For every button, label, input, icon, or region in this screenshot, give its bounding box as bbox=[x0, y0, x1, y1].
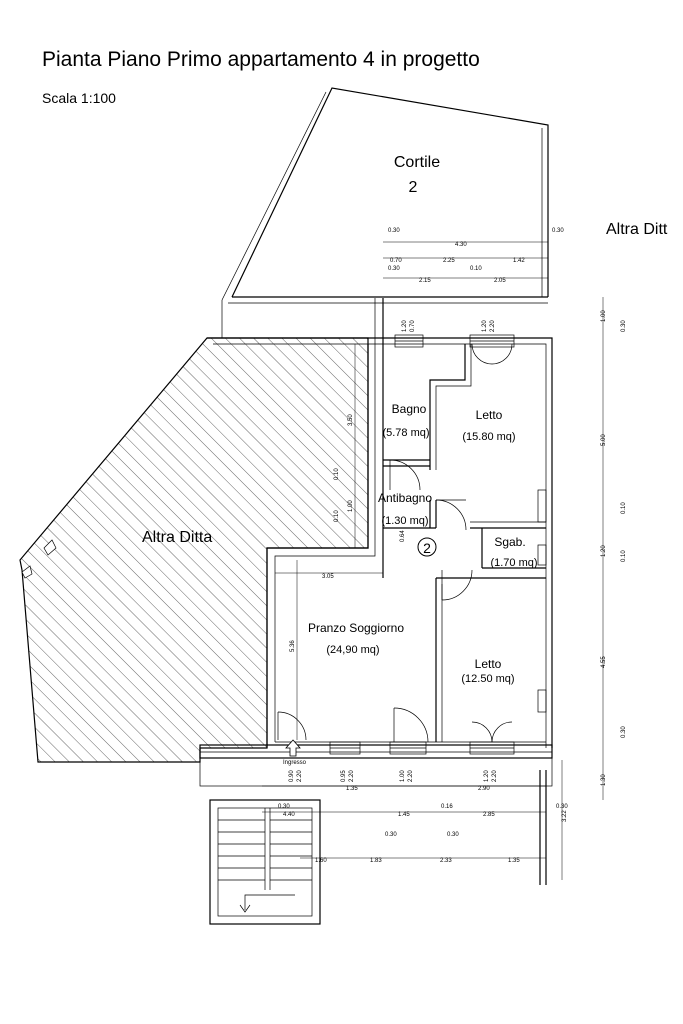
dimension-lines bbox=[262, 241, 604, 880]
room-antibagno-area: (1.30 mq) bbox=[381, 515, 428, 527]
room-pranzo-soggiorno: Pranzo Soggiorno bbox=[308, 621, 404, 635]
dim-top-9: 2.05 bbox=[494, 278, 506, 284]
dim-right-7: 0.30 bbox=[621, 726, 627, 738]
dim-right-10: 3.22 bbox=[562, 810, 568, 822]
dimensions-windows-bottom: 0.90 2.20 0.95 2.20 1.00 2.20 1.20 2.20 bbox=[289, 770, 498, 782]
dimensions-windows-top: 1.20 0.70 1.20 2.20 bbox=[402, 320, 496, 332]
dim-wbot-7: 2.20 bbox=[492, 770, 498, 782]
dim-wbot-1: 2.20 bbox=[297, 770, 303, 782]
dim-wbot-0: 0.90 bbox=[289, 770, 295, 782]
dim-bot-10: 1.83 bbox=[370, 858, 382, 864]
neighbour-hatched-area bbox=[19, 337, 369, 763]
dimensions-bottom: 1.35 2.90 0.30 0.16 1.45 2.85 4.40 0.30 … bbox=[278, 786, 520, 864]
dim-right-8: 1.30 bbox=[601, 774, 607, 786]
room-sgabuzzino-area: (1.70 mq) bbox=[490, 557, 537, 569]
dim-right-3: 0.10 bbox=[621, 502, 627, 514]
dim-top-3: 0.70 bbox=[390, 258, 402, 264]
dim-bot-8: 0.30 bbox=[447, 832, 459, 838]
room-antibagno: Antibagno bbox=[378, 491, 432, 505]
windows-bottom bbox=[329, 741, 515, 755]
neighbour-label: Altra Ditta bbox=[142, 529, 212, 546]
dim-bot-5: 2.85 bbox=[483, 812, 495, 818]
dimensions-right: 1.00 0.30 5.00 0.10 1.20 0.10 4.55 0.30 … bbox=[556, 310, 627, 822]
dim-bot-6: 4.40 bbox=[283, 812, 295, 818]
dim-int-6: 5.36 bbox=[290, 640, 296, 652]
dim-wtop-1: 0.70 bbox=[410, 320, 416, 332]
dim-int-3: 1.00 bbox=[348, 500, 354, 512]
dim-int-1: 0.10 bbox=[334, 468, 340, 480]
apartment-walls bbox=[199, 298, 553, 787]
room-sgabuzzino: Sgab. bbox=[494, 535, 525, 549]
staircase bbox=[209, 799, 321, 925]
room-bagno: Bagno bbox=[392, 402, 427, 416]
windows-top bbox=[394, 334, 515, 348]
dim-bot-0: 1.35 bbox=[346, 786, 358, 792]
dim-wtop-3: 2.20 bbox=[490, 320, 496, 332]
dim-top-1: 4.30 bbox=[455, 242, 467, 248]
dim-right-4: 1.20 bbox=[601, 545, 607, 557]
dim-top-5: 1.42 bbox=[513, 258, 525, 264]
dim-int-2: 0.10 bbox=[334, 510, 340, 522]
dim-top-6: 0.30 bbox=[388, 266, 400, 272]
interior-walls bbox=[382, 344, 546, 742]
neighbour-label-top: Altra Ditt bbox=[606, 221, 668, 238]
room-pranzo-soggiorno-area: (24,90 mq) bbox=[326, 644, 379, 656]
unit-number: 2 bbox=[423, 540, 431, 556]
dim-top-0: 0.30 bbox=[388, 228, 400, 234]
dim-right-2: 5.00 bbox=[601, 434, 607, 446]
dim-bot-9: 1.60 bbox=[315, 858, 327, 864]
dim-top-7: 0.10 bbox=[470, 266, 482, 272]
room-letto-1: Letto bbox=[476, 408, 503, 422]
dim-bot-2: 0.30 bbox=[278, 804, 290, 810]
dim-int-0: 3.50 bbox=[348, 414, 354, 426]
dim-right-9: 0.30 bbox=[556, 804, 568, 810]
dim-wbot-6: 1.20 bbox=[484, 770, 490, 782]
dimensions-top: 0.30 4.30 0.30 0.70 2.25 1.42 0.30 0.10 … bbox=[388, 228, 564, 284]
courtyard-number: 2 bbox=[409, 179, 418, 196]
dim-wtop-2: 1.20 bbox=[482, 320, 488, 332]
room-letto-2: Letto bbox=[475, 657, 502, 671]
dim-int-4: 0.64 bbox=[400, 530, 406, 542]
entrance-label: Ingresso bbox=[283, 760, 307, 766]
dim-top-8: 2.15 bbox=[419, 278, 431, 284]
dim-bot-7: 0.30 bbox=[385, 832, 397, 838]
courtyard-label: Cortile bbox=[394, 154, 440, 171]
dim-wbot-2: 0.95 bbox=[341, 770, 347, 782]
dim-right-1: 0.30 bbox=[621, 320, 627, 332]
right-wall-details bbox=[537, 489, 547, 885]
dim-top-4: 2.25 bbox=[443, 258, 455, 264]
dim-right-5: 0.10 bbox=[621, 550, 627, 562]
entrance-arrow-icon bbox=[285, 739, 301, 757]
dim-wbot-5: 2.20 bbox=[408, 770, 414, 782]
room-letto-2-area: (12.50 mq) bbox=[461, 673, 514, 685]
dim-bot-1: 2.90 bbox=[478, 786, 490, 792]
courtyard bbox=[221, 87, 549, 338]
dim-right-0: 1.00 bbox=[601, 310, 607, 322]
dim-bot-12: 1.35 bbox=[508, 858, 520, 864]
dim-bot-3: 0.16 bbox=[441, 804, 453, 810]
scale-label: Scala 1:100 bbox=[42, 90, 116, 106]
room-bagno-area: (5.78 mq) bbox=[382, 427, 429, 439]
dimensions-interior: 3.50 0.10 0.10 1.00 0.64 3.05 5.36 bbox=[290, 414, 406, 652]
dim-int-5: 3.05 bbox=[322, 574, 334, 580]
room-letto-1-area: (15.80 mq) bbox=[462, 431, 515, 443]
dim-wbot-4: 1.00 bbox=[400, 770, 406, 782]
dim-top-2: 0.30 bbox=[552, 228, 564, 234]
unit-number-circle bbox=[417, 537, 437, 557]
dim-wtop-0: 1.20 bbox=[402, 320, 408, 332]
page-title: Pianta Piano Primo appartamento 4 in pro… bbox=[42, 48, 480, 71]
dim-bot-4: 1.45 bbox=[398, 812, 410, 818]
dim-right-6: 4.55 bbox=[601, 656, 607, 668]
dim-wbot-3: 2.20 bbox=[349, 770, 355, 782]
dim-bot-11: 2.33 bbox=[440, 858, 452, 864]
